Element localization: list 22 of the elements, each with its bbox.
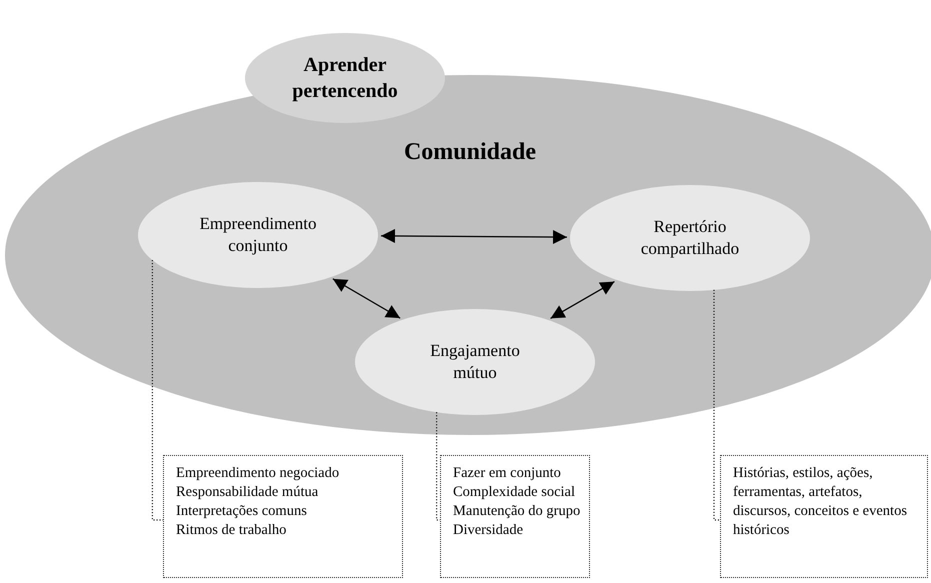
leader-line (713, 290, 720, 521)
double-arrow (550, 281, 615, 319)
list-item: Ritmos de trabalho (176, 520, 288, 540)
ellipse-label: Comunidade (402, 138, 538, 167)
list-item: Responsabilidade mútua (176, 482, 320, 502)
list-item: Fazer em conjunto (453, 464, 562, 483)
double-arrow (380, 228, 568, 244)
list-item: Interpretações comuns (176, 502, 308, 521)
leader-line (436, 412, 440, 521)
list-item: Complexidade social (453, 482, 576, 502)
list-item: Histórias, estilos, ações, ferramentas, artefatos, discursos, conceitos e eventos históricos (733, 464, 908, 540)
leader-line (152, 260, 163, 521)
dotted-text-box (720, 455, 928, 578)
dotted-text-box (440, 455, 590, 578)
dotted-text-box (163, 455, 403, 578)
ellipse-label: Repertório compartilhado (640, 216, 740, 260)
ellipse-label: Engajamento mútuo (429, 340, 521, 384)
ellipse-label: Aprender pertencendo (291, 53, 399, 104)
ellipse-label: Empreendimento conjunto (198, 212, 318, 257)
list-item: Empreendimento negociado (176, 464, 340, 483)
list-item: Diversidade (453, 520, 524, 540)
double-arrow (332, 278, 400, 319)
